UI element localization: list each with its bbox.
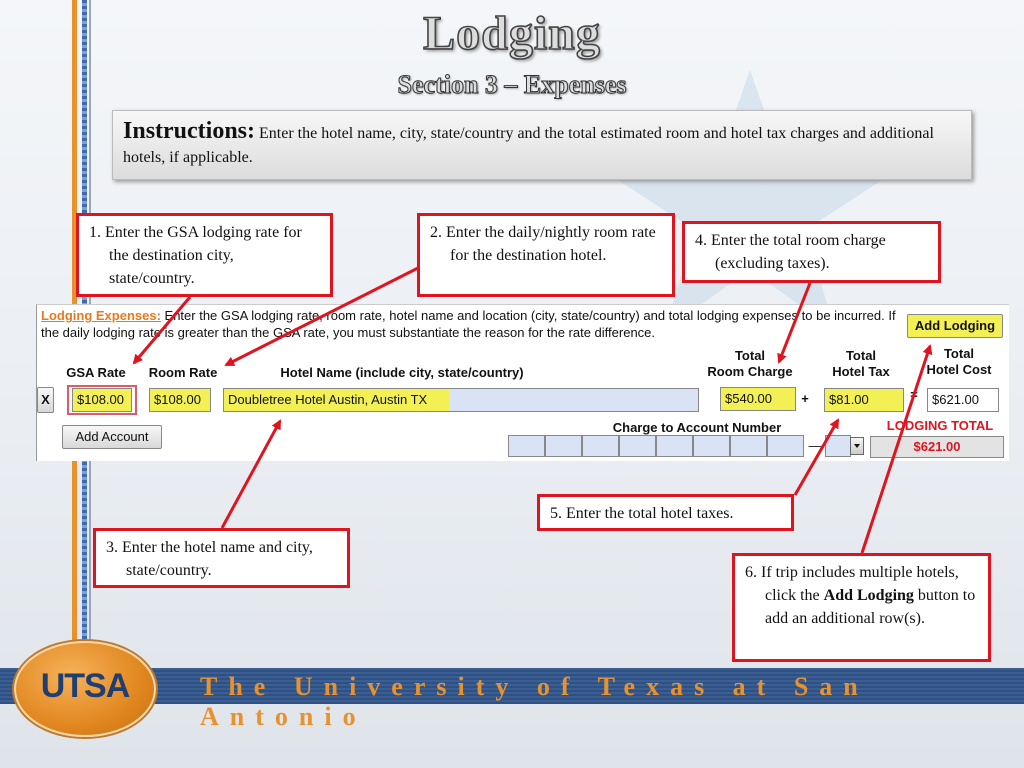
account-dash: — — [808, 438, 822, 453]
gsa-rate-focus-ring — [67, 385, 137, 415]
account-cell-6[interactable] — [693, 435, 730, 457]
callout-add-lodging-bold: Add Lodging — [823, 587, 914, 604]
callout-room-charge-text: 4. Enter the total room charge (excludin… — [695, 232, 886, 272]
callout-add-lodging-pre: 6. If trip includes multiple hotels, cli… — [745, 564, 959, 604]
utsa-logo-text: UTSA — [40, 667, 131, 705]
lodging-total-label: LODGING TOTAL — [886, 418, 994, 433]
callout-room-rate-text: 2. Enter the daily/nightly room rate for… — [430, 224, 656, 264]
callout-add-lodging-text: 6. If trip includes multiple hotels, cli… — [745, 561, 980, 630]
callout-add-lodging: 6. If trip includes multiple hotels, cli… — [732, 553, 991, 662]
account-dropdown-button[interactable] — [850, 437, 864, 455]
instructions-heading: Instructions: — [123, 118, 256, 144]
plus-sign: + — [801, 391, 809, 406]
add-lodging-button[interactable]: Add Lodging — [907, 314, 1003, 338]
instructions-text: Enter the hotel name, city, state/countr… — [123, 125, 934, 166]
account-cell-2[interactable] — [545, 435, 582, 457]
callout-hotel-tax-text: 5. Enter the total hotel taxes. — [550, 505, 734, 522]
callout-hotel-name: 3. Enter the hotel name and city, state/… — [93, 528, 350, 588]
header-total-hotel-tax-line2: Hotel Tax — [832, 364, 890, 379]
room-charge-input[interactable]: $540.00 — [720, 387, 796, 411]
account-cell-1[interactable] — [508, 435, 545, 457]
account-cell-9[interactable] — [825, 435, 851, 457]
hotel-name-value: Doubletree Hotel Austin, Austin TX — [224, 389, 450, 411]
delete-row-button[interactable]: X — [37, 387, 54, 413]
account-cell-4[interactable] — [619, 435, 656, 457]
callout-room-rate: 2. Enter the daily/nightly room rate for… — [417, 213, 675, 297]
header-room-rate: Room Rate — [148, 365, 218, 380]
room-rate-input[interactable]: $108.00 — [149, 388, 211, 412]
background-star-icon — [610, 70, 890, 330]
hotel-cost-output: $621.00 — [927, 388, 999, 412]
account-cell-7[interactable] — [730, 435, 767, 457]
header-total-hotel-cost-line1: Total — [943, 346, 975, 361]
header-hotel-name: Hotel Name (include city, state/country) — [280, 365, 524, 380]
hotel-tax-input[interactable]: $81.00 — [824, 388, 904, 412]
account-cell-5[interactable] — [656, 435, 693, 457]
callout-room-charge: 4. Enter the total room charge (excludin… — [682, 221, 941, 283]
gsa-rate-input[interactable]: $108.00 — [72, 388, 132, 412]
instructions-box: Instructions: Enter the hotel name, city… — [112, 110, 972, 180]
slide-subtitle: Section 3 – Expenses — [397, 70, 627, 100]
form-description-text: Enter the GSA lodging rate, room rate, h… — [41, 308, 896, 340]
callout-hotel-tax: 5. Enter the total hotel taxes. — [537, 494, 794, 531]
charge-to-account-label: Charge to Account Number — [612, 420, 782, 435]
callout-gsa-rate-text: 1. Enter the GSA lodging rate for the de… — [89, 224, 302, 287]
form-description: Lodging Expenses: Enter the GSA lodging … — [41, 307, 901, 341]
footer-university-name: The University of Texas at San Antonio — [200, 672, 869, 731]
header-total-room-charge-line1: Total — [734, 348, 766, 363]
lodging-expenses-label: Lodging Expenses: — [41, 308, 161, 323]
callout-gsa-rate: 1. Enter the GSA lodging rate for the de… — [76, 213, 333, 297]
add-account-button[interactable]: Add Account — [62, 425, 162, 449]
slide-title: Lodging — [422, 6, 601, 61]
header-total-room-charge-line2: Room Charge — [707, 364, 793, 379]
equals-sign: = — [910, 387, 918, 402]
header-total-hotel-cost-line2: Hotel Cost — [926, 362, 992, 377]
lodging-expenses-form: Lodging Expenses: Enter the GSA lodging … — [36, 304, 1009, 461]
chevron-down-icon — [854, 444, 860, 448]
lodging-total-value: $621.00 — [870, 436, 1004, 458]
utsa-logo: UTSA — [14, 641, 156, 737]
footer-bar — [0, 668, 1024, 704]
header-gsa-rate: GSA Rate — [66, 365, 126, 380]
account-cell-8[interactable] — [767, 435, 804, 457]
account-cell-3[interactable] — [582, 435, 619, 457]
callout-add-lodging-post: button to add an additional row(s). — [765, 587, 976, 627]
header-total-hotel-tax-line1: Total — [845, 348, 877, 363]
callout-hotel-name-text: 3. Enter the hotel name and city, state/… — [106, 539, 313, 579]
hotel-name-input[interactable]: Doubletree Hotel Austin, Austin TX — [223, 388, 699, 412]
